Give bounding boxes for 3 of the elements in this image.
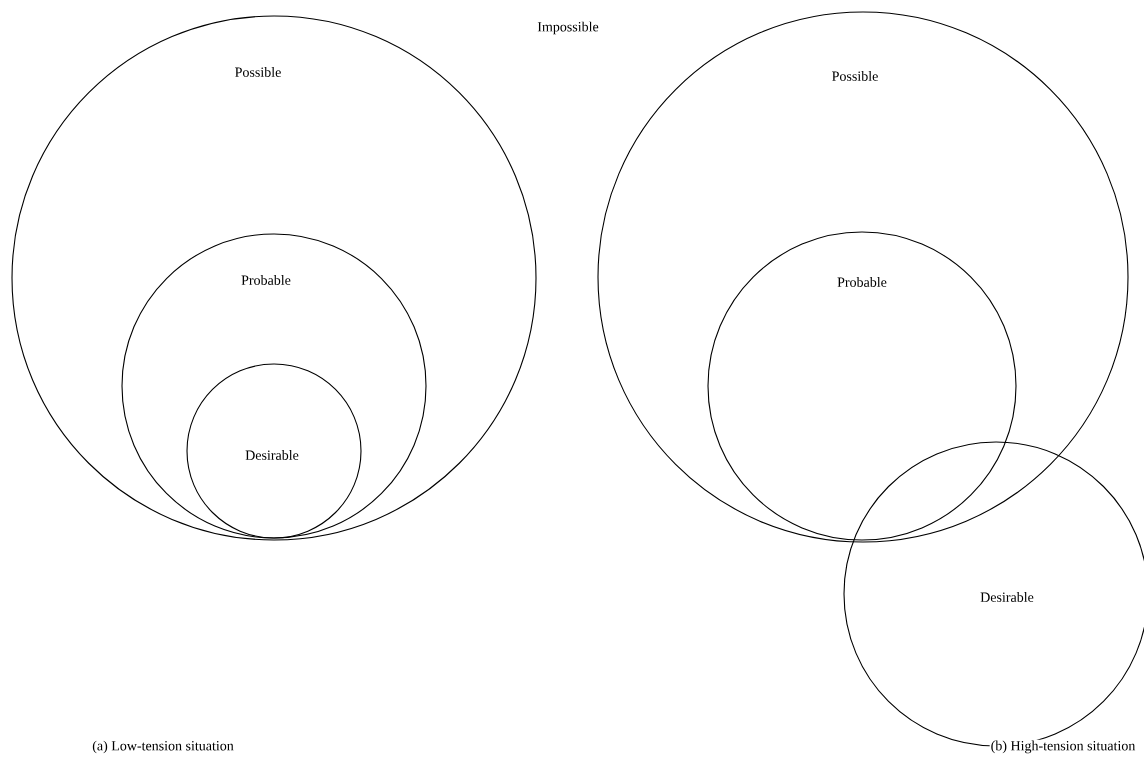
caption: (b) High-tension situation bbox=[989, 739, 1137, 755]
caption: (a) Low-tension situation bbox=[91, 739, 235, 755]
region-label: Impossible bbox=[536, 20, 600, 36]
